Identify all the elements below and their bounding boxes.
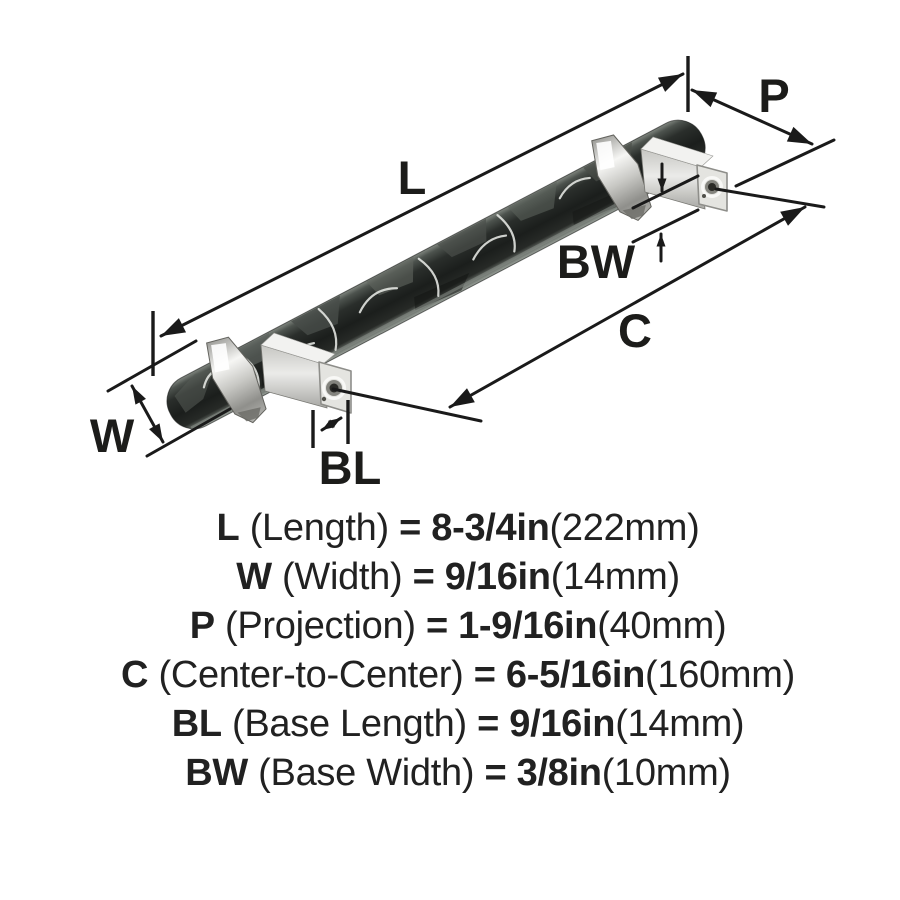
- center-ext-right: [714, 187, 826, 209]
- base-width-ref-lower: [631, 208, 700, 244]
- spec-imperial-value: 1-9/16in: [458, 605, 598, 647]
- spec-symbol: C: [121, 654, 149, 696]
- spec-equals: =: [473, 654, 506, 696]
- spec-metric-value: (10mm): [601, 752, 731, 794]
- width-dim-arrow: [130, 384, 165, 444]
- label-base-length: BL: [319, 441, 382, 494]
- spec-name: (Length): [239, 507, 400, 549]
- spec-name: (Base Length): [221, 703, 478, 745]
- spec-imperial-value: 8-3/4in: [431, 507, 550, 549]
- width-ref-upper: [106, 339, 198, 393]
- spec-name: (Base Width): [247, 752, 485, 794]
- spec-row-base-length: BL (Base Length) = 9/16in(14mm): [8, 700, 900, 749]
- spec-row-projection: P (Projection) = 1-9/16in(40mm): [8, 602, 900, 651]
- left-face-detail-dot: [321, 396, 327, 402]
- projection-dim-line: [690, 88, 814, 146]
- spec-symbol: BL: [171, 703, 222, 745]
- center-ext-left: [331, 387, 483, 423]
- marble-bar: [166, 119, 709, 430]
- spec-metric-value: (14mm): [615, 703, 745, 745]
- left-arm-top: [260, 332, 336, 365]
- spec-row-width: W (Width) = 9/16in(14mm): [8, 553, 900, 602]
- spec-name: (Projection): [214, 605, 426, 647]
- spec-imperial-value: 9/16in: [509, 703, 616, 745]
- dim-base-width: BW: [557, 162, 700, 288]
- right-screw-chamfer: [701, 176, 723, 198]
- dim-projection: P: [690, 69, 836, 188]
- width-ref-lower: [145, 407, 232, 458]
- length-dim-line: [159, 72, 685, 338]
- right-post: [640, 136, 728, 212]
- spec-name: (Width): [271, 556, 413, 598]
- spec-equals: =: [412, 556, 445, 598]
- spec-equals: =: [484, 752, 517, 794]
- label-width: W: [90, 409, 135, 462]
- spec-symbol: P: [189, 605, 215, 647]
- right-screw-hole-center: [708, 183, 716, 191]
- spec-imperial-value: 6-5/16in: [505, 654, 646, 696]
- spec-metric-value: (40mm): [597, 605, 727, 647]
- spec-symbol: W: [236, 556, 272, 598]
- spec-imperial-value: 3/8in: [516, 752, 602, 794]
- spec-equals: =: [425, 605, 459, 647]
- dim-center-to-center: C: [331, 187, 826, 423]
- spec-symbol: L: [216, 507, 240, 549]
- spec-metric-value: (14mm): [550, 556, 680, 598]
- spec-equals: =: [477, 703, 510, 745]
- label-base-width: BW: [557, 235, 636, 288]
- dim-base-length: BL: [311, 400, 382, 494]
- right-face-detail-dot: [702, 194, 706, 198]
- projection-base-plane-line: [734, 138, 836, 188]
- label-length: L: [398, 151, 427, 204]
- label-projection: P: [758, 69, 789, 122]
- left-screw-chamfer: [322, 376, 346, 400]
- left-collar: [206, 336, 267, 424]
- center-dim-line: [448, 205, 807, 409]
- base-width-ref-upper: [631, 174, 700, 210]
- dim-width: W: [90, 339, 232, 462]
- spec-list: L (Length) = 8-3/4in(222mm) W (Width) = …: [8, 504, 900, 798]
- spec-metric-value: (160mm): [645, 654, 795, 696]
- left-post: [260, 332, 352, 414]
- spec-symbol: BW: [185, 752, 248, 794]
- spec-equals: =: [399, 507, 432, 549]
- label-center-to-center: C: [618, 304, 652, 357]
- spec-row-base-width: BW (Base Width) = 3/8in(10mm): [8, 749, 900, 798]
- spec-metric-value: (222mm): [549, 507, 700, 549]
- spec-row-center-to-center: C (Center-to-Center) = 6-5/16in(160mm): [8, 651, 900, 700]
- spec-row-length: L (Length) = 8-3/4in(222mm): [8, 504, 900, 553]
- base-length-dim-arrow: [320, 416, 343, 432]
- spec-imperial-value: 9/16in: [444, 556, 551, 598]
- dim-length: L: [151, 56, 690, 376]
- spec-name: (Center-to-Center): [148, 654, 474, 696]
